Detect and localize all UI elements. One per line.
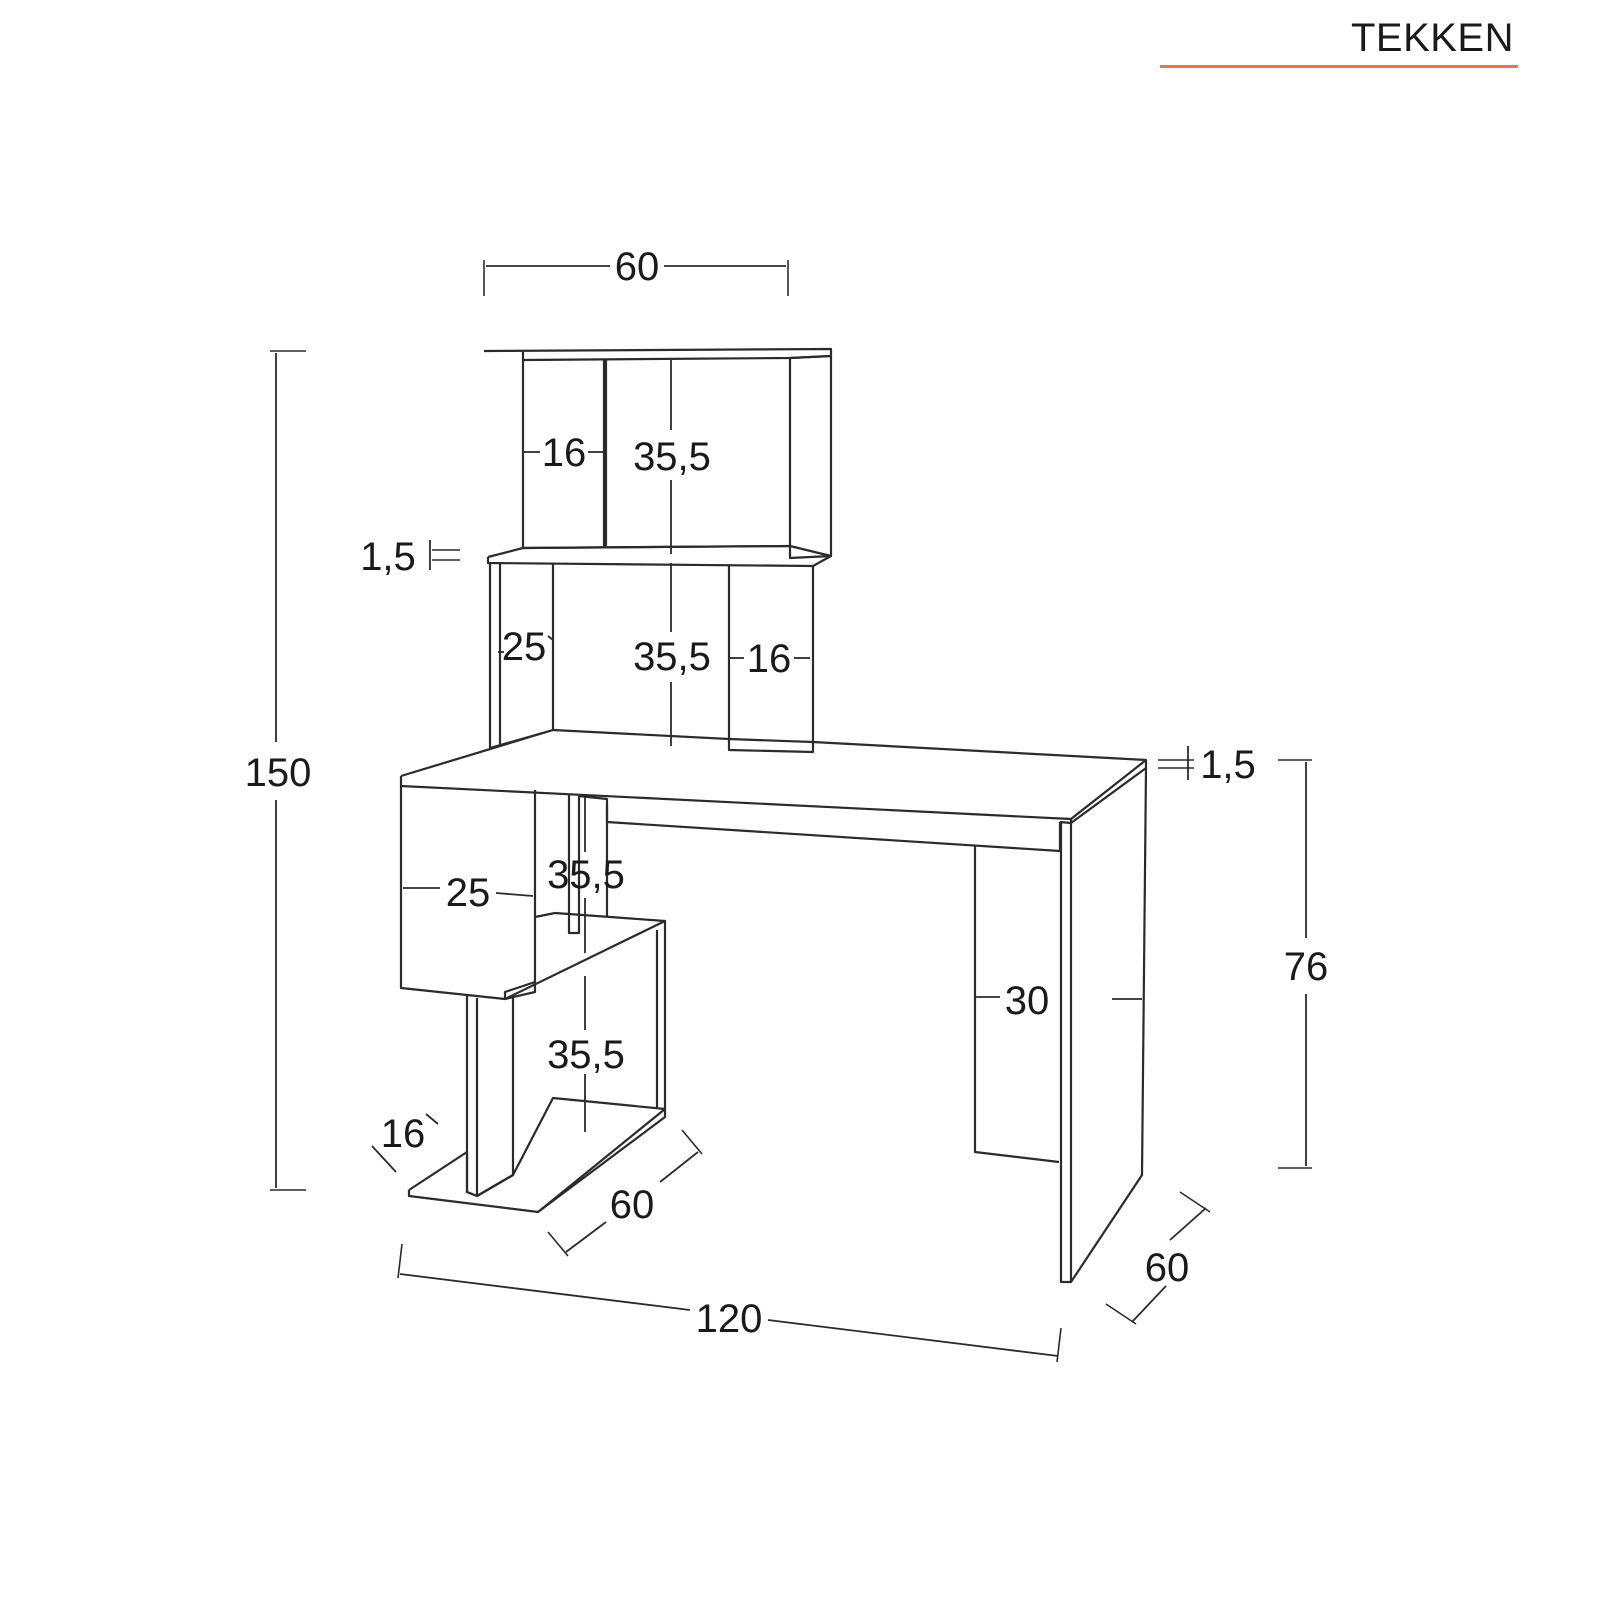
brand-header: TEKKEN (1160, 14, 1518, 68)
label-total-height: 150 (245, 751, 312, 795)
left-cabinet-divider (567, 795, 581, 935)
label-cabinet-upper-height: 35,5 (547, 853, 625, 897)
dimension-lines (270, 260, 1312, 1363)
right-leg-inner (973, 846, 1060, 1164)
brand-name: TEKKEN (1350, 16, 1514, 60)
label-leg-depth: 30 (1005, 979, 1050, 1023)
top-shelf-board (483, 347, 833, 362)
label-desk-depth: 60 (1145, 1246, 1190, 1290)
label-desk-height: 76 (1284, 945, 1329, 989)
desktop-front-edge (1069, 760, 1148, 825)
label-desk-length: 120 (696, 1297, 763, 1341)
middle-shelf-board (486, 544, 833, 568)
label-mid-right-width: 16 (747, 637, 792, 681)
label-mid-niche-height: 35,5 (633, 635, 711, 679)
lower-support (465, 994, 515, 1198)
desk-apron (605, 806, 1062, 853)
label-desktop-thickness: 1,5 (1200, 743, 1256, 787)
label-cabinet-depth: 25 (446, 871, 491, 915)
label-base-length: 60 (610, 1183, 655, 1227)
desktop-surface (399, 728, 1148, 821)
label-base-thickness: 16 (381, 1112, 426, 1156)
left-cabinet-back (578, 794, 609, 917)
lower-shelf-side (537, 921, 667, 1213)
middle-right-panel (727, 566, 815, 754)
label-shelf-thickness-upper: 1,5 (360, 535, 416, 579)
top-right-side (788, 354, 833, 560)
desk-outline (399, 347, 1148, 1284)
label-mid-left-depth: 25 (502, 625, 547, 669)
label-upper-niche-width: 16 (542, 431, 587, 475)
label-cabinet-lower-height: 35,5 (547, 1033, 625, 1077)
lower-shelf (503, 911, 667, 1001)
right-leg-front (1059, 820, 1073, 1284)
label-top-shelf-width: 60 (615, 245, 660, 289)
right-leg-side (1070, 767, 1148, 1283)
base-board (407, 1096, 667, 1214)
label-upper-niche-height: 35,5 (633, 435, 711, 479)
brand-underline (1160, 65, 1518, 68)
dimension-labels: 60 150 16 35,5 1,5 25 35,5 16 1,5 76 25 … (245, 245, 1329, 1341)
